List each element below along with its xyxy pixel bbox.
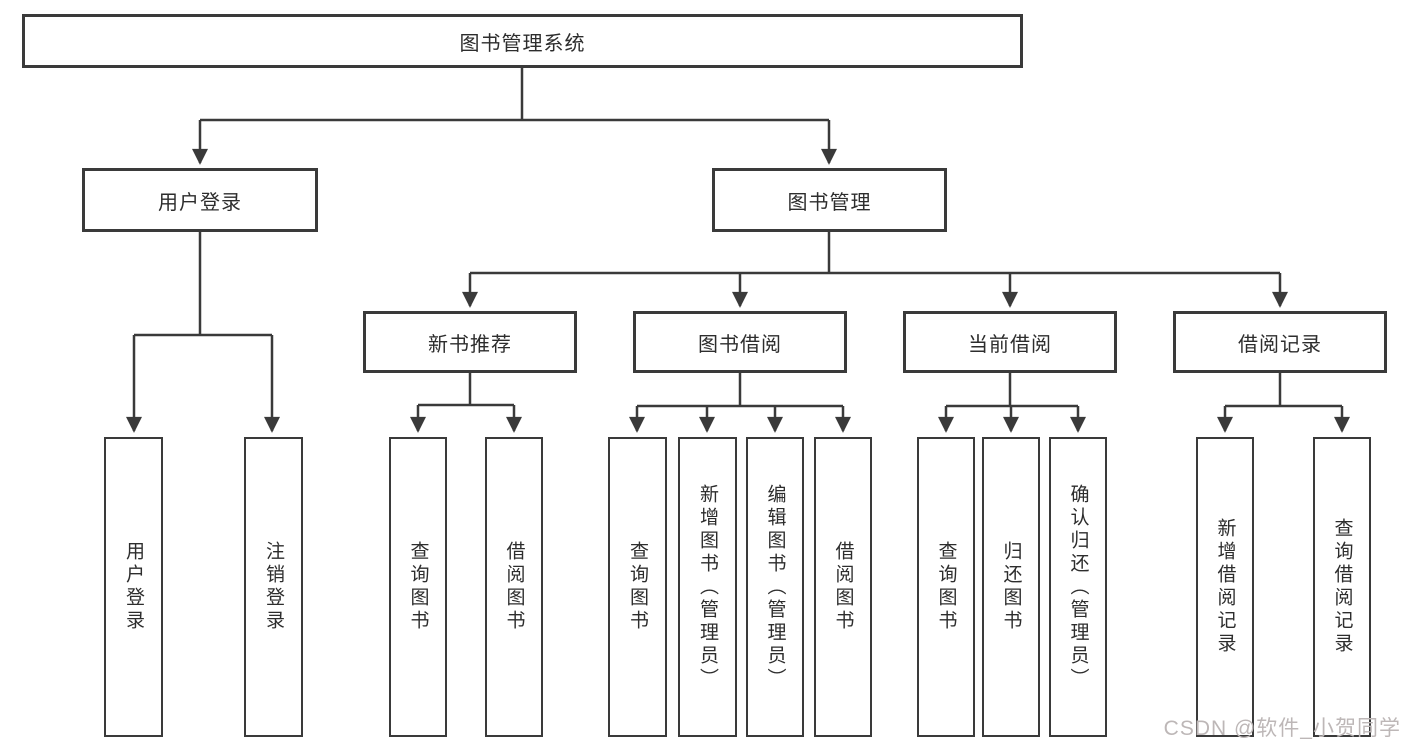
leaf-query-books-borrowing: 查询图书 bbox=[608, 437, 667, 737]
leaf-add-books-admin: 新增图书（管理员） bbox=[678, 437, 737, 737]
leaf-borrow-books: 借阅图书 bbox=[814, 437, 872, 737]
node-current-borrowing: 当前借阅 bbox=[903, 311, 1117, 373]
leaf-query-borrow-record: 查询借阅记录 bbox=[1313, 437, 1371, 737]
leaf-logout: 注销登录 bbox=[244, 437, 303, 737]
leaf-confirm-return-admin: 确认归还（管理员） bbox=[1049, 437, 1107, 737]
leaf-borrow-books-recommend: 借阅图书 bbox=[485, 437, 543, 737]
leaf-edit-books-admin: 编辑图书（管理员） bbox=[746, 437, 804, 737]
leaf-return-books: 归还图书 bbox=[982, 437, 1040, 737]
csdn-watermark: CSDN @软件_小贺同学 bbox=[1163, 717, 1401, 740]
node-borrowing-records: 借阅记录 bbox=[1173, 311, 1387, 373]
node-user-login: 用户登录 bbox=[82, 168, 318, 232]
node-root-library-system: 图书管理系统 bbox=[22, 14, 1023, 68]
leaf-query-books-current: 查询图书 bbox=[917, 437, 975, 737]
node-new-book-recommend: 新书推荐 bbox=[363, 311, 577, 373]
node-book-borrowing: 图书借阅 bbox=[633, 311, 847, 373]
leaf-add-borrow-record: 新增借阅记录 bbox=[1196, 437, 1254, 737]
leaf-query-books-recommend: 查询图书 bbox=[389, 437, 447, 737]
leaf-user-login: 用户登录 bbox=[104, 437, 163, 737]
node-book-management: 图书管理 bbox=[712, 168, 947, 232]
